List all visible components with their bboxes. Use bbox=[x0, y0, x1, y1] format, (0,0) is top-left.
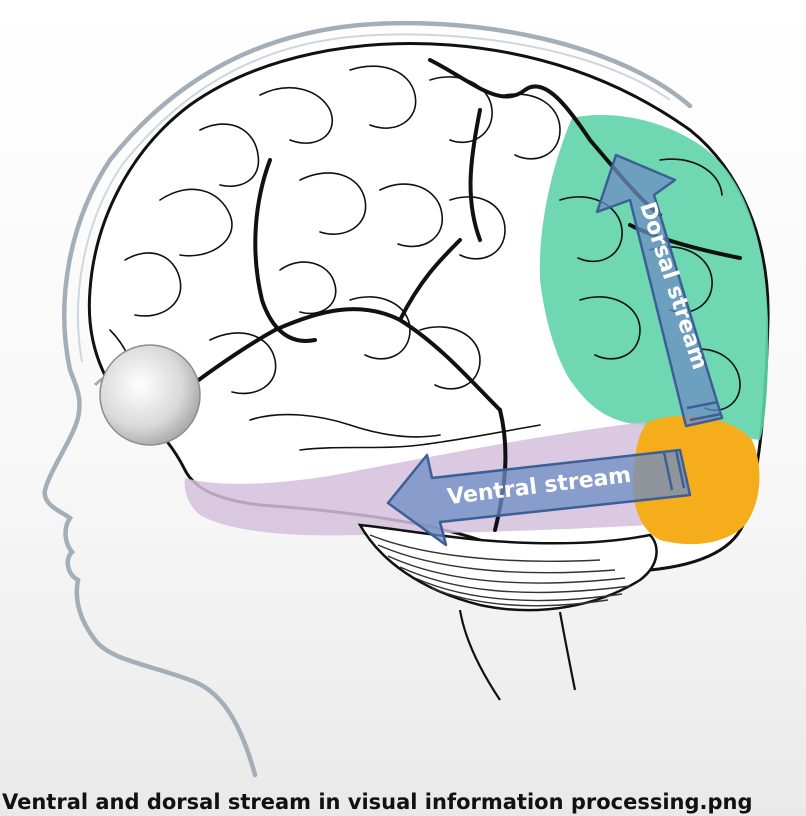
brain-diagram: Dorsal stream Ventral stream bbox=[42, 20, 770, 778]
brain-stem bbox=[458, 609, 577, 701]
head-outline bbox=[42, 20, 693, 778]
brain-folds bbox=[109, 65, 741, 451]
image-caption: Ventral and dorsal stream in visual info… bbox=[2, 790, 753, 814]
occipital-region bbox=[632, 415, 760, 545]
cerebellum bbox=[357, 523, 658, 612]
ventral-stream-arrow: Ventral stream bbox=[386, 448, 692, 547]
eye bbox=[93, 344, 201, 446]
head-outline-inner bbox=[77, 33, 671, 363]
